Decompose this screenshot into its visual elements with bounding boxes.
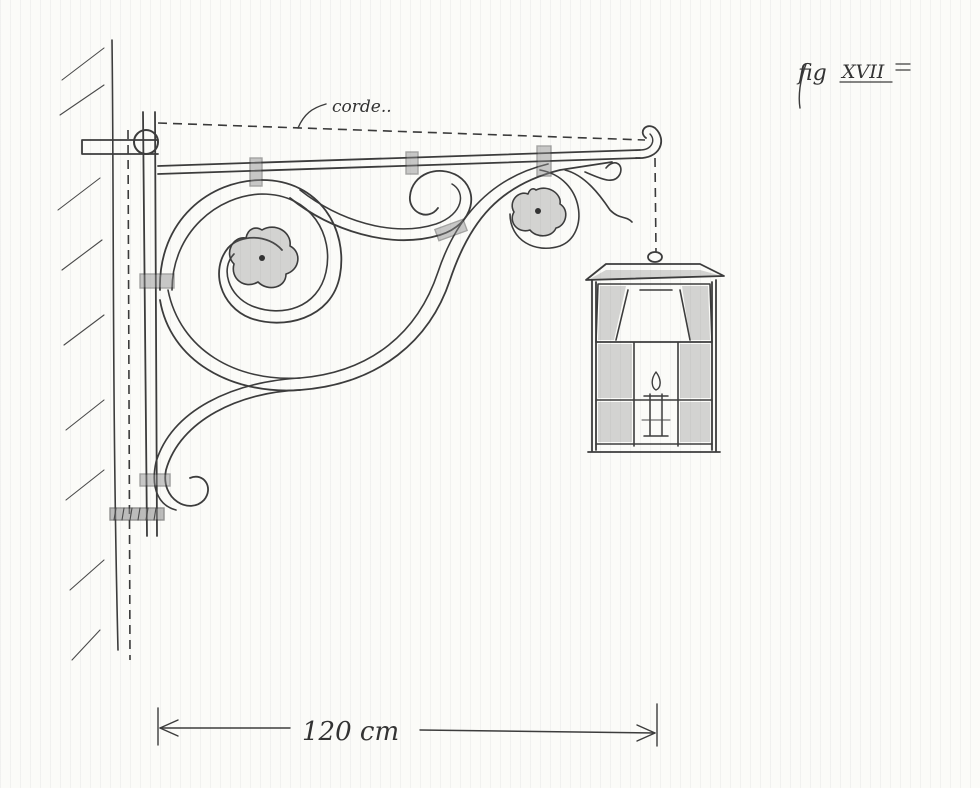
lower-s-curve	[159, 161, 613, 392]
rope-label-pointer	[297, 103, 327, 129]
lantern	[585, 251, 725, 453]
rope-line	[157, 122, 646, 141]
vertical-reference-line	[127, 129, 131, 661]
leaf-twig	[564, 162, 633, 223]
arm-end-curl	[635, 125, 662, 159]
middle-scroll	[289, 170, 473, 241]
wall-face-line	[111, 39, 119, 651]
top-arm	[157, 149, 641, 175]
rope-ring	[133, 129, 159, 155]
bracket-collars	[139, 145, 552, 487]
rosette-right	[511, 187, 567, 237]
dimension-line	[157, 703, 658, 747]
rosette-left	[228, 226, 299, 289]
large-scroll	[159, 179, 343, 324]
lantern-drop-line	[654, 157, 657, 253]
top-wall-bar	[81, 139, 159, 155]
vertical-post	[142, 111, 158, 537]
figure-ref-number: XVII	[840, 61, 885, 83]
figure-reference: fig XVII	[796, 61, 911, 109]
anchor-thread-marks	[113, 507, 157, 521]
bottom-brace	[164, 389, 301, 507]
dimension-label: 120 cm	[302, 717, 399, 747]
right-scroll	[509, 169, 580, 249]
wall-hatching	[57, 47, 105, 661]
rope-label: corde..	[332, 97, 392, 117]
